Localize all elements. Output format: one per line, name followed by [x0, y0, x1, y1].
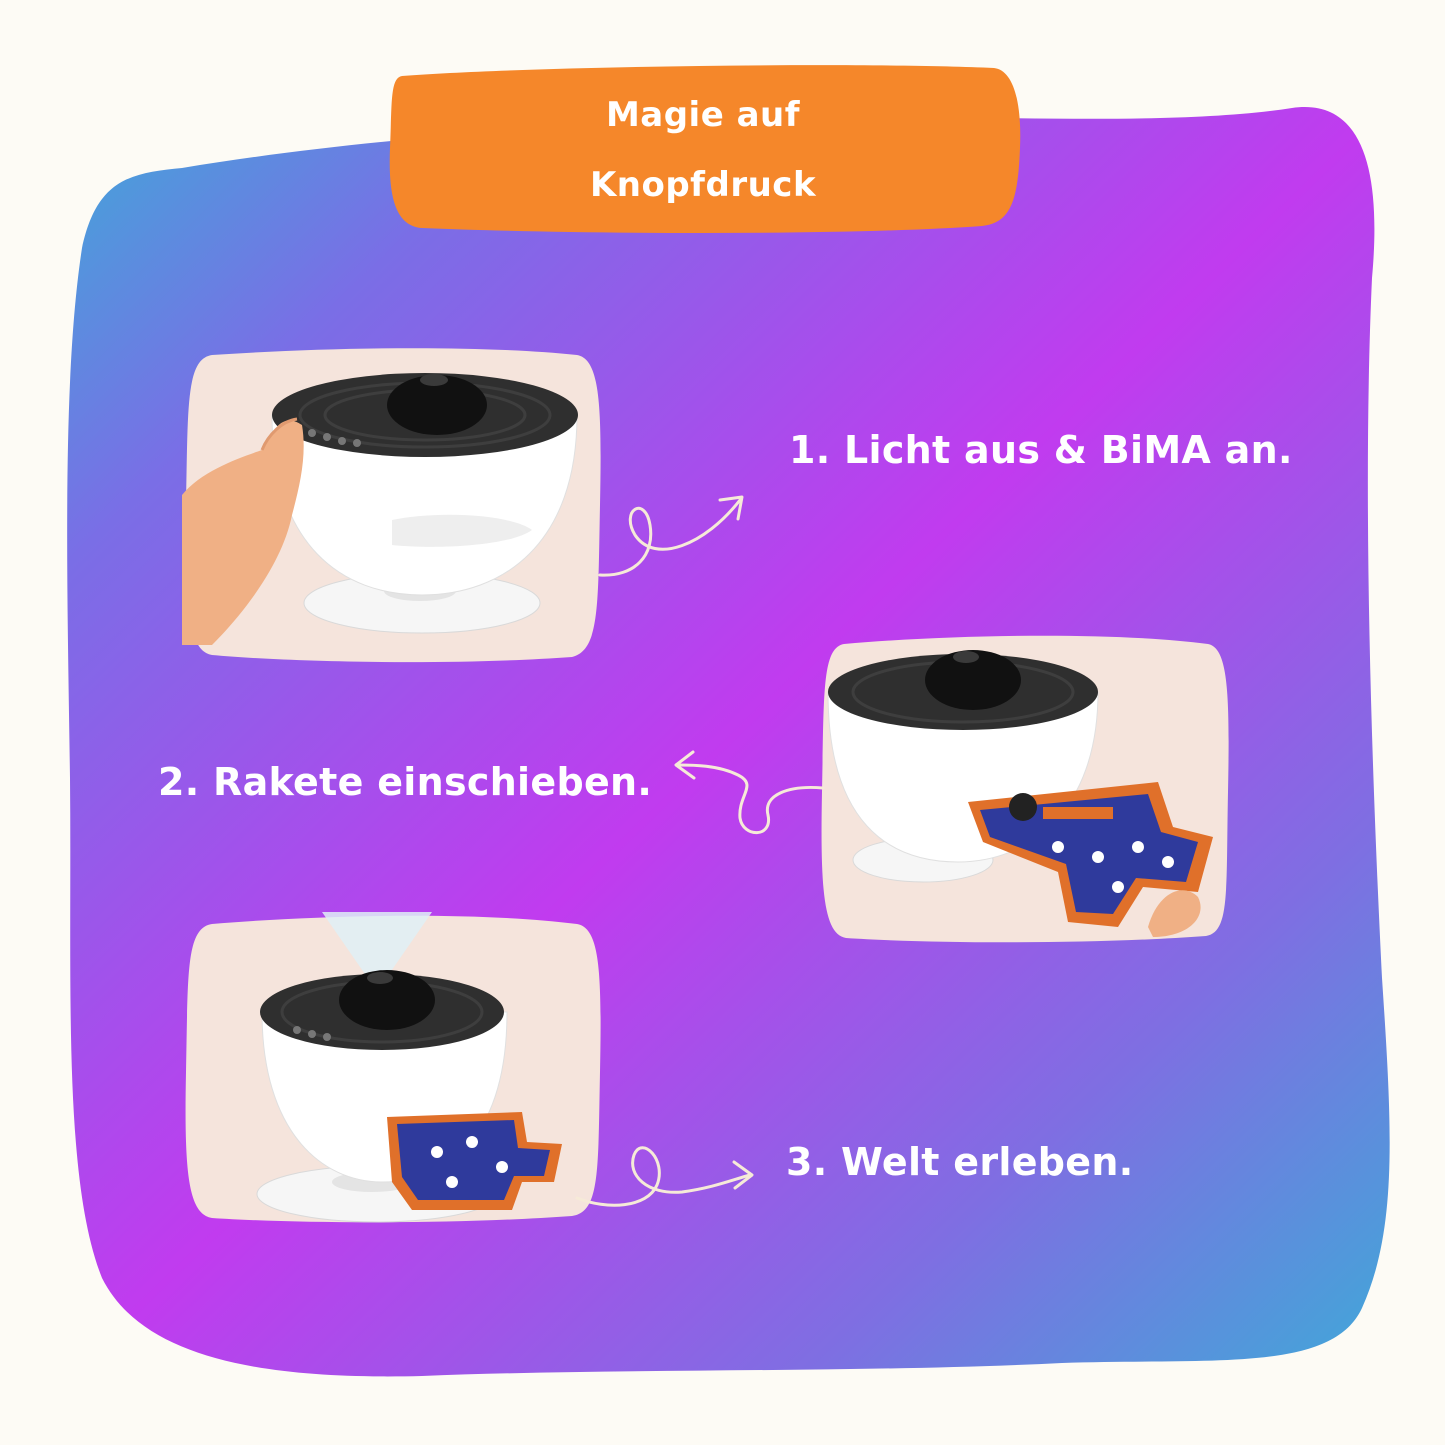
page-title: Magie auf Knopfdruck: [382, 80, 1024, 220]
title-badge: [389, 65, 1021, 233]
step-3-label: 3. Welt erleben.: [786, 1140, 1134, 1184]
step-1-photo: [182, 348, 601, 663]
title-line-2: Knopfdruck: [589, 165, 817, 205]
step-2-photo: [821, 635, 1229, 943]
curly-arrow-right-icon: [598, 495, 744, 577]
step-2-label: 2. Rakete einschieben.: [158, 760, 653, 804]
step-3-photo: [185, 912, 601, 1223]
step-1-label: 1. Licht aus & BiMA an.: [789, 428, 1293, 472]
curly-arrow-left-icon: [674, 750, 825, 835]
title-line-1: Magie auf: [605, 95, 801, 135]
curly-arrow-right-icon: [575, 1146, 754, 1207]
